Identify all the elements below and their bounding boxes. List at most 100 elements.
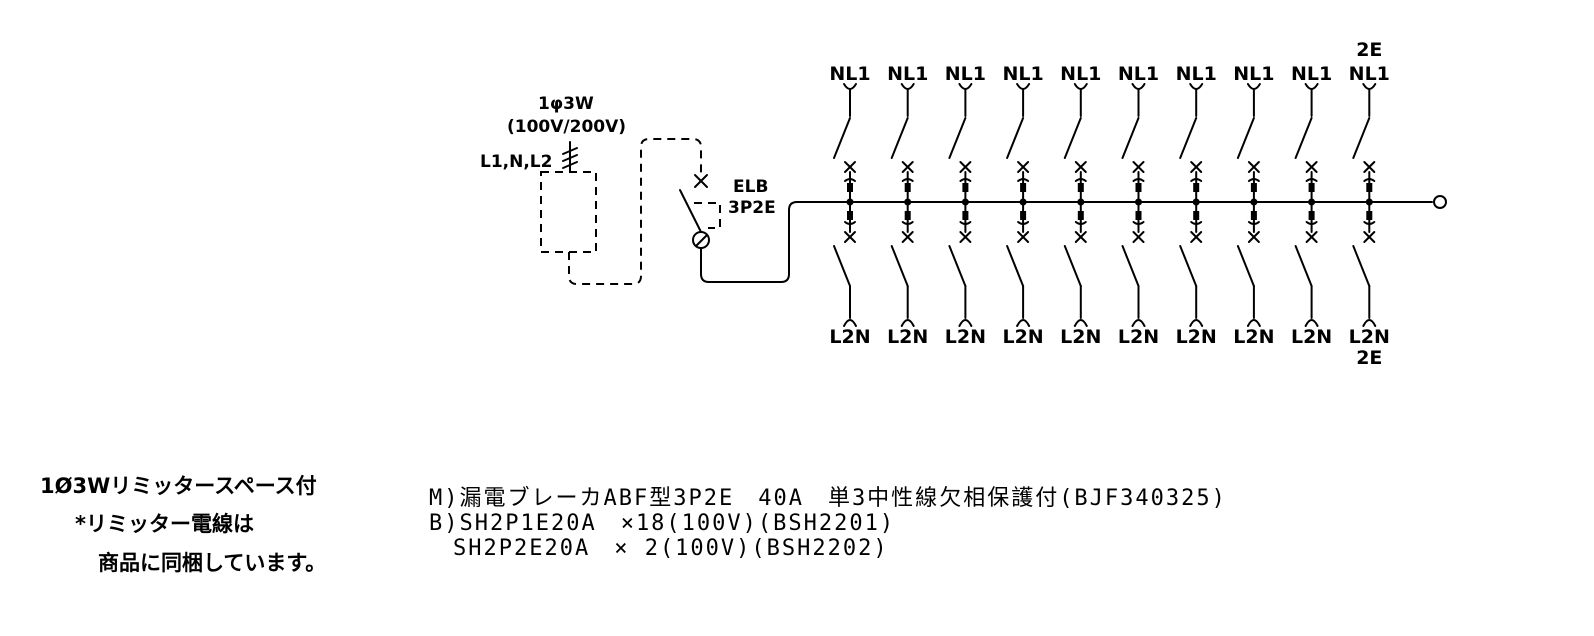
bottom-switch-blade xyxy=(1006,245,1025,287)
top-contact-block xyxy=(847,183,853,192)
branch-bottom-label: L2N xyxy=(1118,326,1159,348)
bottom-contact-block xyxy=(1193,211,1200,220)
top-x-mark-icon xyxy=(1363,161,1376,173)
top-x-mark-icon xyxy=(1190,161,1203,173)
top-contact-icon xyxy=(1132,178,1145,182)
bottom-contact-icon xyxy=(959,221,972,225)
top-contact-block xyxy=(904,183,911,192)
bottom-switch-blade xyxy=(1121,245,1140,287)
top-contact-block xyxy=(1366,183,1373,192)
bottom-contact-block xyxy=(1250,211,1257,220)
bottom-contact-icon xyxy=(1305,221,1318,225)
terminal-bottom-icon xyxy=(843,319,857,327)
top-contact-icon xyxy=(959,178,972,182)
bottom-contact-block xyxy=(1366,211,1373,220)
bottom-contact-icon xyxy=(1132,221,1145,225)
terminal-bottom-icon xyxy=(1131,319,1146,327)
top-x-mark-icon xyxy=(1247,161,1260,173)
top-contact-block xyxy=(1077,183,1084,192)
earth-tag-bottom: 2E xyxy=(1356,347,1382,369)
bottom-x-mark-icon xyxy=(1305,231,1318,243)
top-x-mark-icon xyxy=(1017,161,1030,173)
top-contact-icon xyxy=(844,178,856,182)
top-switch-blade xyxy=(1063,117,1082,159)
limiter-space-box xyxy=(540,171,597,253)
top-x-mark-icon xyxy=(959,161,972,173)
spec-branch-1e: B)SH2P1E20A ×18(100V)(BSH2201) xyxy=(429,511,896,536)
top-switch-blade xyxy=(1294,117,1313,159)
branch-top-label: NL1 xyxy=(1118,63,1159,85)
bottom-contact-block xyxy=(1020,211,1027,220)
top-x-mark-icon xyxy=(1132,161,1145,173)
terminal-bottom-icon xyxy=(1246,319,1261,327)
terminal-bottom-icon xyxy=(958,319,973,327)
bottom-switch-blade xyxy=(1294,245,1313,287)
terminal-bottom-icon xyxy=(900,319,915,327)
top-contact-icon xyxy=(1190,178,1203,182)
top-switch-blade xyxy=(833,117,851,159)
top-x-mark-icon xyxy=(901,161,914,173)
bottom-contact-icon xyxy=(1190,221,1203,225)
bottom-switch-blade xyxy=(833,245,851,287)
bottom-x-mark-icon xyxy=(1074,231,1087,243)
top-switch-blade xyxy=(1006,117,1025,159)
main-breaker-symbol xyxy=(679,174,721,249)
supply-phase-label: 1φ3W xyxy=(538,94,594,114)
bottom-contact-block xyxy=(1308,211,1315,220)
branch-bottom-label: L2N xyxy=(1002,326,1043,348)
bus-junction-dot xyxy=(846,198,854,206)
bottom-switch-blade xyxy=(1179,245,1198,287)
top-contact-block xyxy=(1308,183,1315,192)
top-contact-icon xyxy=(1074,178,1087,182)
top-contact-icon xyxy=(1017,178,1030,182)
branch-top-label: NL1 xyxy=(829,63,870,85)
top-switch-blade xyxy=(1236,117,1255,159)
branch-circuits: NL1L2NNL1L2NNL1L2NNL1L2NNL1L2NNL1L2NNL1L… xyxy=(829,39,1390,369)
branch-top-label: NL1 xyxy=(1291,63,1332,85)
branch-bottom-label: L2N xyxy=(1176,326,1217,348)
top-contact-icon xyxy=(1247,178,1260,182)
top-switch-blade xyxy=(890,117,909,159)
top-contact-icon xyxy=(901,178,914,182)
bottom-contact-icon xyxy=(844,221,856,225)
three-wire-tick-icon xyxy=(562,141,578,173)
bus-junction-dot xyxy=(1192,198,1200,206)
branch-top-label: NL1 xyxy=(1002,63,1043,85)
branch-top-label: NL1 xyxy=(887,63,928,85)
bus-junction-dot xyxy=(904,198,912,206)
bottom-contact-block xyxy=(962,211,969,220)
terminal-bottom-icon xyxy=(1016,319,1031,327)
bus-junction-dot xyxy=(1365,198,1373,206)
top-switch-blade xyxy=(1121,117,1140,159)
top-contact-block xyxy=(1020,183,1027,192)
top-switch-blade xyxy=(1352,117,1371,159)
branch-top-label: NL1 xyxy=(945,63,986,85)
bottom-x-mark-icon xyxy=(901,231,914,243)
top-switch-blade xyxy=(1179,117,1198,159)
branch-bottom-label: L2N xyxy=(1291,326,1332,348)
bottom-contact-icon xyxy=(901,221,914,225)
bus-junction-dot xyxy=(1135,198,1142,206)
top-contact-block xyxy=(1193,183,1200,192)
bottom-contact-block xyxy=(1077,211,1084,220)
branch-bottom-label: L2N xyxy=(829,326,870,348)
spec-branch-2e: SH2P2E20A × 2(100V)(BSH2202) xyxy=(429,536,889,561)
terminal-bottom-icon xyxy=(1073,319,1088,327)
note-bundled: 商品に同梱しています。 xyxy=(98,551,327,575)
branch-bottom-label: L2N xyxy=(1060,326,1101,348)
branch-bottom-label: L2N xyxy=(945,326,986,348)
bus-junction-dot xyxy=(961,198,969,206)
bottom-switch-blade xyxy=(1236,245,1255,287)
bottom-x-mark-icon xyxy=(959,231,972,243)
bus-terminal-icon xyxy=(1433,195,1447,209)
bottom-switch-blade xyxy=(1352,245,1371,287)
bottom-contact-block xyxy=(904,211,911,220)
